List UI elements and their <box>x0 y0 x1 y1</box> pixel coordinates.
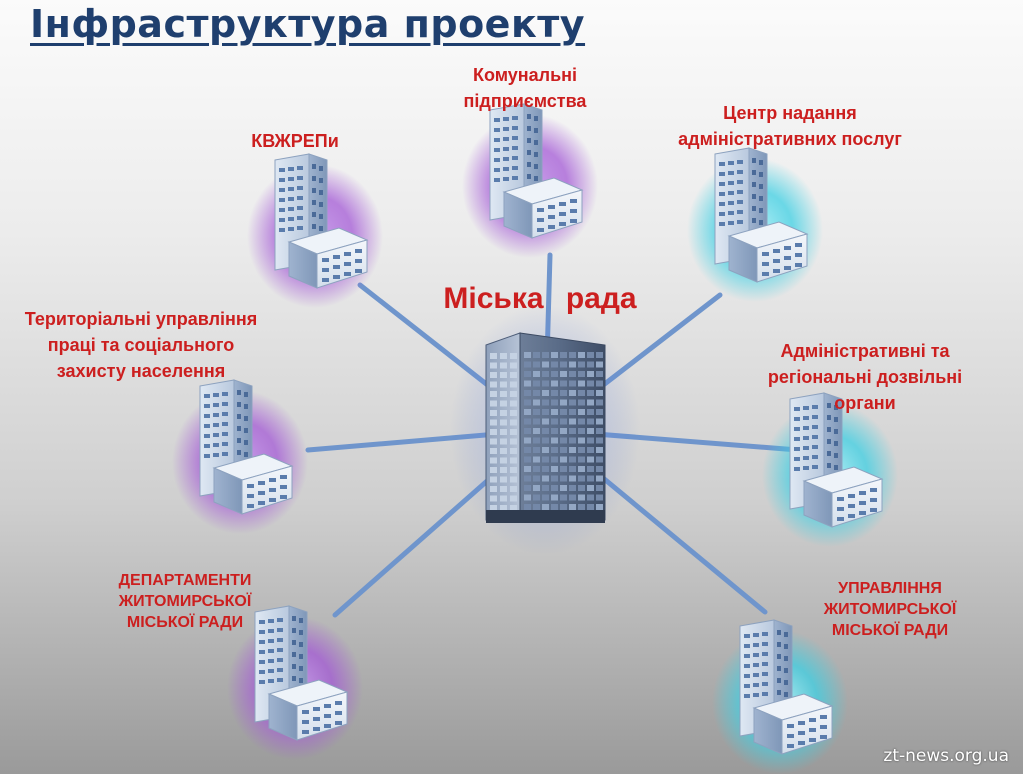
building-icon-kvzhrep <box>247 153 383 308</box>
city-council-building <box>450 305 640 555</box>
node-label-upravlinnia: УПРАВЛІННЯ ЖИТОМИРСЬКОЇ МІСЬКОЇ РАДИ <box>823 580 957 639</box>
node-label-terytorialni: Територіальні управління праці та соціал… <box>24 309 258 381</box>
slide-title: Інфраструктура проекту <box>30 2 586 46</box>
node-label-kvzhrep: КВЖРЕПи <box>251 131 339 151</box>
building-icon-komunalni <box>462 103 598 258</box>
node-label-tsentr: Центр надання адміністративних послуг <box>678 103 902 149</box>
building-icon-departamenty <box>227 605 363 760</box>
building-icon-upravlinnia <box>712 619 848 774</box>
building-icon-terytorialni <box>172 379 308 534</box>
watermark: zt-news.org.ua <box>883 746 1009 766</box>
node-label-departamenty: ДЕПАРТАМЕНТИ ЖИТОМИРСЬКОЇ МІСЬКОЇ РАДИ <box>118 572 252 631</box>
city-council-label: Міська рада <box>443 282 637 315</box>
building-icon-administratyvni <box>762 392 898 547</box>
building-icon-tsentr <box>687 147 823 302</box>
node-label-komunalni: Комунальні підприємства <box>463 65 587 111</box>
node-label-administratyvni: Адміністративні та регіональні дозвільні… <box>767 341 963 413</box>
